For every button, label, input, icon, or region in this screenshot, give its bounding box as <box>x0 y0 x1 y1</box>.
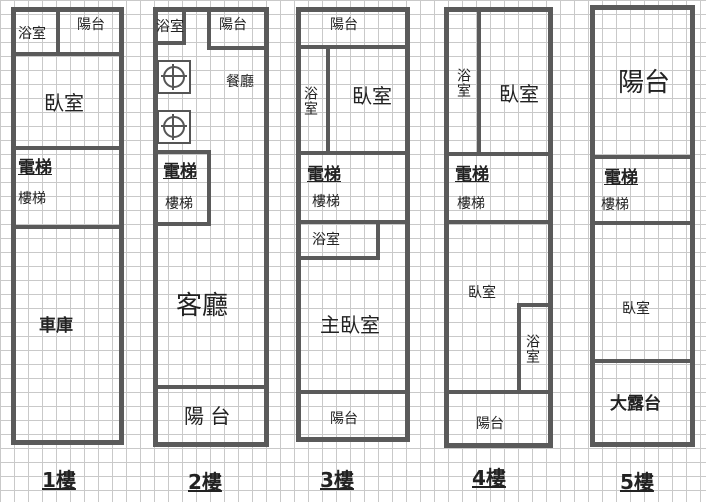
floor-label-3f: 3樓 <box>320 468 354 492</box>
stove-icon <box>157 60 191 94</box>
room-label-balcony-bottom: 陽 台 <box>184 404 231 428</box>
room-label-balcony-top: 陽台 <box>330 17 358 33</box>
room-label-dining: 餐廳 <box>226 74 254 90</box>
wall <box>444 443 553 448</box>
wall <box>690 5 695 447</box>
wall <box>296 390 410 394</box>
floor-label-5f: 5樓 <box>620 470 654 494</box>
wall <box>444 220 553 224</box>
wall <box>182 7 186 45</box>
wall <box>376 220 380 258</box>
room-label-stairs: 樓梯 <box>457 196 485 212</box>
wall <box>296 151 410 155</box>
room-label-terrace: 大露台 <box>610 394 661 414</box>
wall <box>444 152 553 156</box>
wall <box>153 41 186 45</box>
wall <box>264 7 269 447</box>
room-label-bath-side: 浴室 <box>524 334 540 364</box>
room-label-bath-side: 浴室 <box>302 86 318 116</box>
room-label-bath: 浴室 <box>18 26 46 42</box>
wall <box>326 45 330 155</box>
wall <box>590 5 695 10</box>
wall <box>444 390 553 394</box>
wall <box>153 385 269 389</box>
wall <box>477 7 481 153</box>
wall <box>296 256 380 260</box>
room-label-bath: 浴室 <box>156 19 184 35</box>
floor-label-4f: 4樓 <box>472 466 506 490</box>
wall <box>405 7 410 442</box>
wall <box>444 7 553 12</box>
wall <box>11 440 124 445</box>
wall <box>517 303 521 393</box>
room-label-balcony: 陽台 <box>618 68 671 98</box>
room-label-elevator: 電梯 <box>163 162 197 182</box>
wall <box>296 7 301 442</box>
room-label-balcony-bottom: 陽台 <box>330 411 358 427</box>
wall <box>11 146 124 150</box>
room-label-bedroom: 臥室 <box>44 91 84 115</box>
wall <box>11 225 124 229</box>
wall <box>11 7 124 12</box>
room-label-balcony: 陽台 <box>476 416 504 432</box>
room-label-balcony-top: 陽台 <box>219 17 247 33</box>
room-label-master-bedroom: 主臥室 <box>320 313 380 337</box>
room-label-stairs: 樓梯 <box>18 191 46 207</box>
wall <box>590 155 695 159</box>
wall <box>207 46 269 50</box>
room-label-elevator: 電梯 <box>18 158 52 178</box>
wall <box>153 442 269 447</box>
wall <box>296 220 410 224</box>
room-label-stairs: 樓梯 <box>165 196 193 212</box>
room-label-elevator: 電梯 <box>307 165 341 185</box>
wall <box>517 303 553 307</box>
wall <box>590 359 695 363</box>
wall <box>207 150 211 226</box>
wall <box>590 5 595 447</box>
stove-icon <box>157 110 191 144</box>
wall <box>590 442 695 447</box>
room-label-bedroom: 臥室 <box>468 285 496 301</box>
room-label-living: 客廳 <box>176 291 229 321</box>
wall <box>590 221 695 225</box>
room-label-bedroom: 臥室 <box>622 301 650 317</box>
wall <box>296 45 410 49</box>
room-label-bath-top: 浴室 <box>455 68 471 98</box>
room-label-garage: 車庫 <box>39 316 73 336</box>
wall <box>153 150 211 154</box>
room-label-stairs: 樓梯 <box>312 194 340 210</box>
wall <box>296 7 410 12</box>
wall <box>207 7 211 50</box>
room-label-stairs: 樓梯 <box>601 197 629 213</box>
room-label-balcony: 陽台 <box>77 17 105 33</box>
wall <box>296 437 410 442</box>
wall <box>444 7 449 448</box>
floor-label-1f: 1樓 <box>42 468 76 492</box>
room-label-elevator: 電梯 <box>455 165 489 185</box>
wall <box>153 7 158 447</box>
wall <box>548 7 553 448</box>
room-label-bedroom: 臥室 <box>352 84 392 108</box>
wall <box>56 7 60 56</box>
floor-label-2f: 2樓 <box>188 470 222 494</box>
wall <box>11 52 124 56</box>
room-label-bedroom-top: 臥室 <box>499 82 539 106</box>
room-label-elevator: 電梯 <box>604 168 638 188</box>
wall <box>153 7 269 12</box>
wall <box>153 222 211 226</box>
room-label-bath: 浴室 <box>312 232 340 248</box>
